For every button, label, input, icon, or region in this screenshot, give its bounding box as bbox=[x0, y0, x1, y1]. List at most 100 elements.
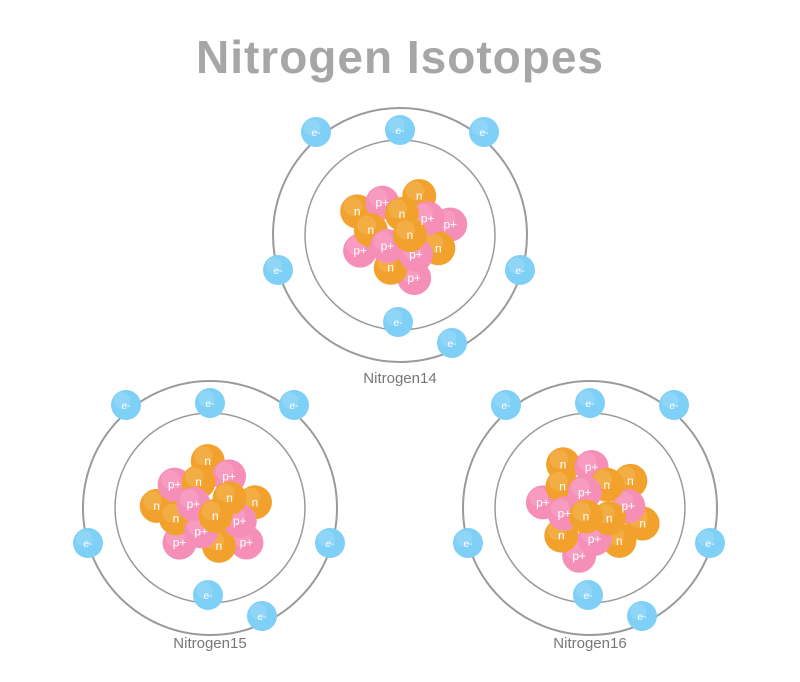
neutron-label: n bbox=[173, 511, 180, 525]
particle-labels: p+np+np+np+np+np+np+ne-e-e-e-e-e-e-np+np… bbox=[83, 125, 715, 623]
neutron-label: n bbox=[416, 189, 423, 203]
neutron-label: n bbox=[204, 454, 211, 468]
electron-label: e- bbox=[669, 400, 679, 412]
electron-label: e- bbox=[393, 317, 403, 329]
neutron-label: n bbox=[606, 511, 613, 525]
electron-label: e- bbox=[479, 127, 489, 139]
diagram-title: Nitrogen Isotopes bbox=[195, 31, 605, 83]
electron-label: e- bbox=[121, 400, 131, 412]
outer-orbit bbox=[272, 107, 528, 363]
electron bbox=[385, 115, 415, 145]
electron bbox=[695, 528, 725, 558]
neutron-label: n bbox=[559, 479, 566, 493]
outer-orbit bbox=[462, 380, 718, 636]
electron-label: e- bbox=[637, 611, 647, 623]
proton-label: p+ bbox=[409, 248, 423, 262]
neutron-label: n bbox=[399, 207, 406, 221]
neutron-label: n bbox=[252, 495, 259, 509]
electron bbox=[575, 388, 605, 418]
proton-label: p+ bbox=[353, 244, 367, 258]
neutron-label: n bbox=[407, 228, 414, 242]
electron-label: e- bbox=[585, 398, 595, 410]
electron bbox=[195, 388, 225, 418]
atom-label-n15: Nitrogen15 bbox=[173, 635, 247, 652]
atom-label-n16: Nitrogen16 bbox=[553, 635, 627, 652]
electron bbox=[279, 390, 309, 420]
neutron-label: n bbox=[558, 529, 565, 543]
electron bbox=[247, 601, 277, 631]
neutron-label: n bbox=[627, 474, 634, 488]
electron-label: e- bbox=[325, 538, 335, 550]
electron bbox=[315, 528, 345, 558]
electron-label: e- bbox=[289, 400, 299, 412]
electron-label: e- bbox=[501, 400, 511, 412]
proton-label: p+ bbox=[376, 196, 390, 210]
electron-label: e- bbox=[205, 398, 215, 410]
proton-label: p+ bbox=[572, 549, 586, 563]
electron bbox=[505, 255, 535, 285]
neutron-label: n bbox=[195, 475, 202, 489]
electron-label: e- bbox=[705, 538, 715, 550]
proton-label: p+ bbox=[222, 469, 236, 483]
neutron bbox=[568, 499, 603, 534]
neutron bbox=[392, 218, 427, 252]
neutron bbox=[198, 498, 233, 533]
neutron-label: n bbox=[354, 204, 361, 218]
neutron-label: n bbox=[212, 509, 219, 523]
electron bbox=[263, 255, 293, 285]
electron-label: e- bbox=[273, 265, 283, 277]
electron bbox=[193, 580, 223, 610]
neutron-label: n bbox=[560, 457, 567, 471]
proton-label: p+ bbox=[585, 460, 599, 474]
electron bbox=[301, 117, 331, 147]
proton bbox=[567, 475, 602, 510]
electron bbox=[111, 390, 141, 420]
neutron-label: n bbox=[367, 223, 374, 237]
proton-label: p+ bbox=[536, 495, 550, 509]
proton-label: p+ bbox=[194, 524, 208, 538]
neutron-label: n bbox=[616, 534, 623, 548]
proton-label: p+ bbox=[578, 485, 592, 499]
proton-label: p+ bbox=[558, 507, 572, 521]
electron-label: e- bbox=[83, 538, 93, 550]
particle-shapes bbox=[73, 107, 725, 636]
neutron-label: n bbox=[226, 491, 233, 505]
neutron-label: n bbox=[387, 261, 394, 275]
electron-label: e- bbox=[311, 127, 321, 139]
neutron-label: n bbox=[216, 539, 223, 553]
electron bbox=[627, 601, 657, 631]
proton-label: p+ bbox=[622, 499, 636, 513]
proton-label: p+ bbox=[168, 478, 182, 492]
proton-label: p+ bbox=[187, 497, 201, 511]
electron bbox=[383, 307, 413, 337]
proton-label: p+ bbox=[588, 532, 602, 546]
electron-label: e- bbox=[463, 538, 473, 550]
proton-label: p+ bbox=[173, 536, 187, 550]
electron bbox=[491, 390, 521, 420]
electron-label: e- bbox=[203, 590, 213, 602]
proton-label: p+ bbox=[421, 211, 435, 225]
electron-label: e- bbox=[515, 265, 525, 277]
electron bbox=[469, 117, 499, 147]
proton-label: p+ bbox=[233, 514, 247, 528]
electron bbox=[659, 390, 689, 420]
neutron-label: n bbox=[153, 499, 160, 513]
electron bbox=[573, 580, 603, 610]
neutron-label: n bbox=[604, 478, 611, 492]
neutron-label: n bbox=[639, 516, 646, 530]
electron bbox=[453, 528, 483, 558]
proton-label: p+ bbox=[443, 218, 457, 232]
proton-label: p+ bbox=[240, 535, 254, 549]
atom-label-n14: Nitrogen14 bbox=[363, 370, 437, 387]
electron-label: e- bbox=[447, 338, 457, 350]
electron-label: e- bbox=[583, 590, 593, 602]
electron bbox=[73, 528, 103, 558]
electron-label: e- bbox=[395, 125, 405, 137]
proton-label: p+ bbox=[381, 239, 395, 253]
neutron-label: n bbox=[583, 510, 590, 524]
electron-label: e- bbox=[257, 611, 267, 623]
neutron-label: n bbox=[435, 241, 442, 255]
proton-label: p+ bbox=[407, 271, 421, 285]
